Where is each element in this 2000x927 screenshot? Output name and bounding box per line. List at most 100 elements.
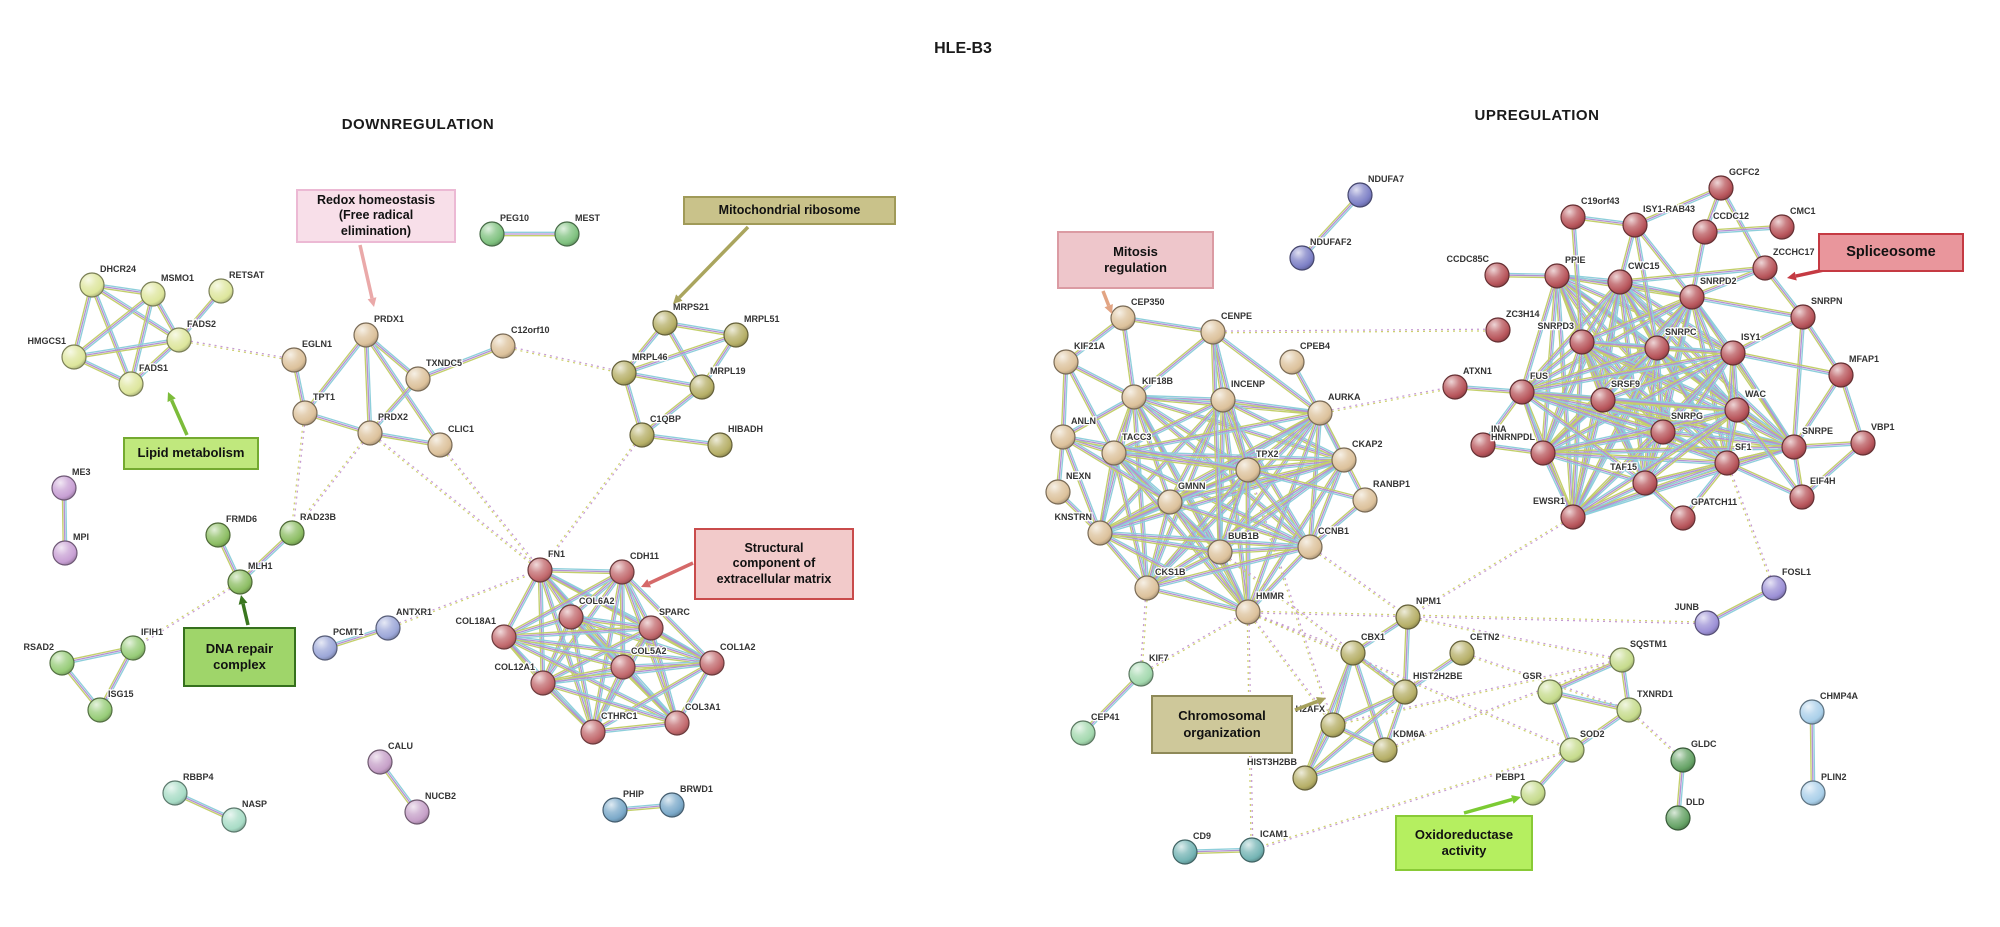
protein-node-circle[interactable] [1569,329,1595,355]
protein-node-circle[interactable] [610,654,636,680]
protein-node-circle[interactable] [1520,780,1546,806]
protein-node-circle[interactable] [1609,647,1635,673]
protein-node-circle[interactable] [602,797,628,823]
protein-node-circle[interactable] [1632,470,1658,496]
node-CLIC1[interactable]: CLIC1 [427,423,475,458]
protein-node-circle[interactable] [1442,374,1468,400]
node-C1QBP[interactable]: C1QBP [629,413,682,448]
protein-node-circle[interactable] [1607,269,1633,295]
protein-node-circle[interactable] [1679,284,1705,310]
node-SNRPD3[interactable]: SNRPD3 [1536,320,1595,355]
protein-node-circle[interactable] [1560,504,1586,530]
protein-node-circle[interactable] [1320,712,1346,738]
node-NUCB2[interactable]: NUCB2 [404,790,457,825]
protein-node-circle[interactable] [51,475,77,501]
protein-node-circle[interactable] [1449,640,1475,666]
node-GMNN[interactable]: GMNN [1157,480,1207,515]
node-SNRPD2[interactable]: SNRPD2 [1679,275,1738,310]
protein-node-circle[interactable] [292,400,318,426]
node-SPARC[interactable]: SPARC [638,606,692,641]
protein-node-circle[interactable] [353,322,379,348]
protein-node-circle[interactable] [1347,182,1373,208]
node-HNRNPDL[interactable]: HNRNPDL [1490,431,1556,466]
protein-node-circle[interactable] [1239,837,1265,863]
protein-node-circle[interactable] [1790,304,1816,330]
node-C19orf43[interactable]: C19orf43 [1560,195,1621,230]
node-TXNRD1[interactable]: TXNRD1 [1616,688,1674,723]
node-NDUFA7[interactable]: NDUFA7 [1347,173,1405,208]
node-EGLN1[interactable]: EGLN1 [281,338,333,373]
node-MRPL46[interactable]: MRPL46 [611,351,669,386]
protein-node-circle[interactable] [1670,747,1696,773]
protein-node-circle[interactable] [1134,575,1160,601]
node-ZC3H14[interactable]: ZC3H14 [1485,308,1541,343]
protein-node-circle[interactable] [1395,604,1421,630]
node-TACC3[interactable]: TACC3 [1101,431,1153,466]
protein-node-circle[interactable] [1559,737,1585,763]
protein-node-circle[interactable] [1307,400,1333,426]
protein-node-circle[interactable] [629,422,655,448]
node-CBX1[interactable]: CBX1 [1340,631,1386,666]
node-CHMP4A[interactable]: CHMP4A [1799,690,1860,725]
protein-node-circle[interactable] [1235,599,1261,625]
node-MRPL51[interactable]: MRPL51 [723,313,781,348]
node-ZCCHC17[interactable]: ZCCHC17 [1752,246,1816,281]
node-IFIH1[interactable]: IFIH1 [120,626,164,661]
node-INA[interactable]: INA [1470,423,1508,458]
protein-node-circle[interactable] [1210,387,1236,413]
protein-node-circle[interactable] [1799,699,1825,725]
protein-node-circle[interactable] [118,371,144,397]
node-RAD23B[interactable]: RAD23B [279,511,338,546]
protein-node-circle[interactable] [1509,379,1535,405]
node-CWC15[interactable]: CWC15 [1607,260,1661,295]
protein-node-circle[interactable] [1714,450,1740,476]
node-CEP350[interactable]: CEP350 [1110,296,1166,331]
node-FADS1[interactable]: FADS1 [118,362,169,397]
node-CPEB4[interactable]: CPEB4 [1279,340,1331,375]
node-SNRPC[interactable]: SNRPC [1644,326,1698,361]
node-CD9[interactable]: CD9 [1172,830,1212,865]
node-PCMT1[interactable]: PCMT1 [312,626,365,661]
node-NDUFAF2[interactable]: NDUFAF2 [1289,236,1353,271]
node-ANLN[interactable]: ANLN [1050,415,1097,450]
protein-node-circle[interactable] [1157,489,1183,515]
node-PLIN2[interactable]: PLIN2 [1800,771,1848,806]
protein-node-circle[interactable] [527,557,553,583]
protein-node-circle[interactable] [61,344,87,370]
node-PEG10[interactable]: PEG10 [479,212,530,247]
protein-node-circle[interactable] [162,780,188,806]
protein-node-circle[interactable] [140,281,166,307]
node-PPIE[interactable]: PPIE [1544,254,1587,289]
protein-node-circle[interactable] [1110,305,1136,331]
node-TPT1[interactable]: TPT1 [292,391,336,426]
protein-node-circle[interactable] [1544,263,1570,289]
node-KNSTRN[interactable]: KNSTRN [1053,511,1113,546]
protein-node-circle[interactable] [707,432,733,458]
node-CCDC12[interactable]: CCDC12 [1692,210,1750,245]
protein-node-circle[interactable] [427,432,453,458]
protein-node-circle[interactable] [404,799,430,825]
protein-node-circle[interactable] [1128,661,1154,687]
protein-node-circle[interactable] [1045,479,1071,505]
node-COL3A1[interactable]: COL3A1 [664,701,722,736]
node-CENPE[interactable]: CENPE [1200,310,1253,345]
node-PRDX2[interactable]: PRDX2 [357,411,409,446]
node-WAC[interactable]: WAC [1724,388,1768,423]
protein-node-circle[interactable] [659,792,685,818]
protein-node-circle[interactable] [281,347,307,373]
node-FN1[interactable]: FN1 [527,548,566,583]
protein-node-circle[interactable] [1392,679,1418,705]
protein-node-circle[interactable] [1769,214,1795,240]
protein-node-circle[interactable] [221,807,247,833]
node-MPI[interactable]: MPI [52,531,90,566]
node-C12orf10[interactable]: C12orf10 [490,324,551,359]
protein-node-circle[interactable] [530,670,556,696]
node-RBBP4[interactable]: RBBP4 [162,771,215,806]
protein-node-circle[interactable] [1121,384,1147,410]
protein-node-circle[interactable] [1172,839,1198,865]
node-MSMO1[interactable]: MSMO1 [140,272,195,307]
node-NEXN[interactable]: NEXN [1045,470,1092,505]
protein-node-circle[interactable] [279,520,305,546]
protein-node-circle[interactable] [87,697,113,723]
protein-node-circle[interactable] [491,624,517,650]
